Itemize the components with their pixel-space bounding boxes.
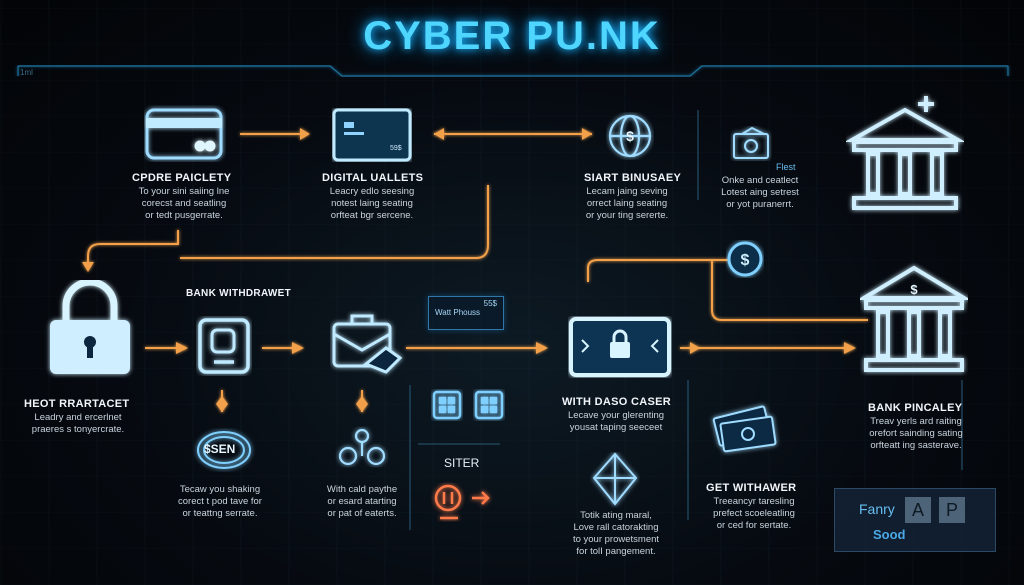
loop-coin-bank (711, 260, 868, 321)
arrow-heads (82, 128, 856, 412)
phouss-top: 55$ (483, 299, 497, 308)
svg-text:$: $ (910, 282, 918, 297)
dollar-coin-icon: $ (727, 241, 763, 277)
head-5 (176, 342, 188, 354)
globe-dollar-icon: $ (608, 114, 652, 158)
battery-icon-left (432, 390, 462, 420)
bank-dollar-icon: $ (860, 265, 968, 372)
onke-label: Flest (776, 162, 796, 172)
diamond-2 (356, 396, 368, 412)
siter-title: SITER (444, 456, 480, 470)
node-desc-lock: Leadry and ercerlnet praeres s tonyercra… (31, 412, 125, 435)
head-7 (536, 342, 548, 354)
wallet-screen-icon (332, 108, 412, 162)
node-desc-getw: Treeancyr taresling prefect scoeleatling… (713, 496, 795, 531)
phouss-bottom: Watt Phouss (435, 308, 481, 317)
node-desc-totik: Totik ating maral, Love rall catorakting… (572, 510, 660, 557)
node-title-lock: HEOT RRARTACET (24, 398, 130, 410)
head-9 (844, 342, 856, 354)
terminal-arrow-icon (434, 484, 490, 520)
credit-card-icon (145, 108, 223, 160)
fancy-panel: Fanry A P Sood (834, 488, 996, 552)
svg-text:$: $ (626, 128, 634, 144)
loop-wallet-down (180, 185, 489, 259)
node-desc-smart: Lecam jaing seving orrect laing seating … (585, 186, 669, 221)
node-desc-card: To your sini saiing lne corecst and seat… (138, 186, 230, 221)
wallet-chip: 59$ (390, 145, 402, 152)
briefcase-hand-icon (332, 314, 403, 374)
node-title-getw: GET WITHAWER (706, 482, 797, 494)
padlock-icon (50, 280, 130, 374)
corner-label: 1ml (20, 68, 33, 77)
diamond-1 (216, 396, 228, 412)
loop-bank-coin (587, 259, 760, 282)
node-title-card: CPDRE PAICLETY (132, 172, 232, 184)
svg-text:$: $ (741, 252, 750, 269)
node-desc-onke: Onke and ceatlect Lotest aing setrest or… (721, 175, 799, 210)
head-2 (434, 128, 444, 140)
node-title-wallet: DIGITAL UALLETS (322, 172, 424, 184)
people-network-icon (338, 428, 386, 466)
phouss-panel: 55$ Watt Phouss (428, 296, 504, 330)
node-desc-people: With cald paythe or esard atarting or pa… (326, 484, 398, 519)
node-title-smart: SIART BINUSAEY (584, 172, 682, 184)
money-stack-icon (712, 405, 777, 453)
page-title: CYBER PU.NK (363, 14, 661, 58)
node-desc-bank: Treav yerls ard raiting orefort sainding… (869, 416, 963, 451)
head-4 (82, 262, 94, 272)
sen-label: $SEN (204, 442, 236, 456)
fancy-line1: Fanry (859, 501, 895, 517)
head-1 (300, 128, 310, 140)
node-desc-dasocaser: Lecave your glerenting yousat taping see… (567, 410, 665, 433)
head-8 (690, 342, 700, 354)
phone-icon (198, 318, 250, 374)
node-title-withdraw: BANK WITHDRAWET (186, 288, 292, 299)
fancy-line2: Sood (873, 527, 906, 542)
node-title-bank: BANK PINCALEY (868, 402, 963, 414)
head-6 (292, 342, 304, 354)
secure-card-icon (569, 317, 671, 377)
coin-burst-icon (197, 431, 251, 469)
node-desc-sen: Tecaw you shaking corect t pod tave for … (178, 484, 262, 519)
title-frame (17, 65, 1009, 77)
fancy-btn-p: P (939, 497, 965, 523)
battery-icon-right (474, 390, 504, 420)
node-desc-wallet: Leacry edlo seesing notest laing seating… (329, 186, 415, 221)
loop-card-lock (87, 230, 179, 262)
head-3 (582, 128, 592, 140)
cash-bill-icon (733, 126, 769, 159)
node-title-dasocaser: WITH DASO CASER (562, 396, 671, 408)
bank-cross-icon (846, 96, 964, 210)
fancy-btn-a: A (905, 497, 931, 523)
diamond-icon (592, 452, 638, 506)
